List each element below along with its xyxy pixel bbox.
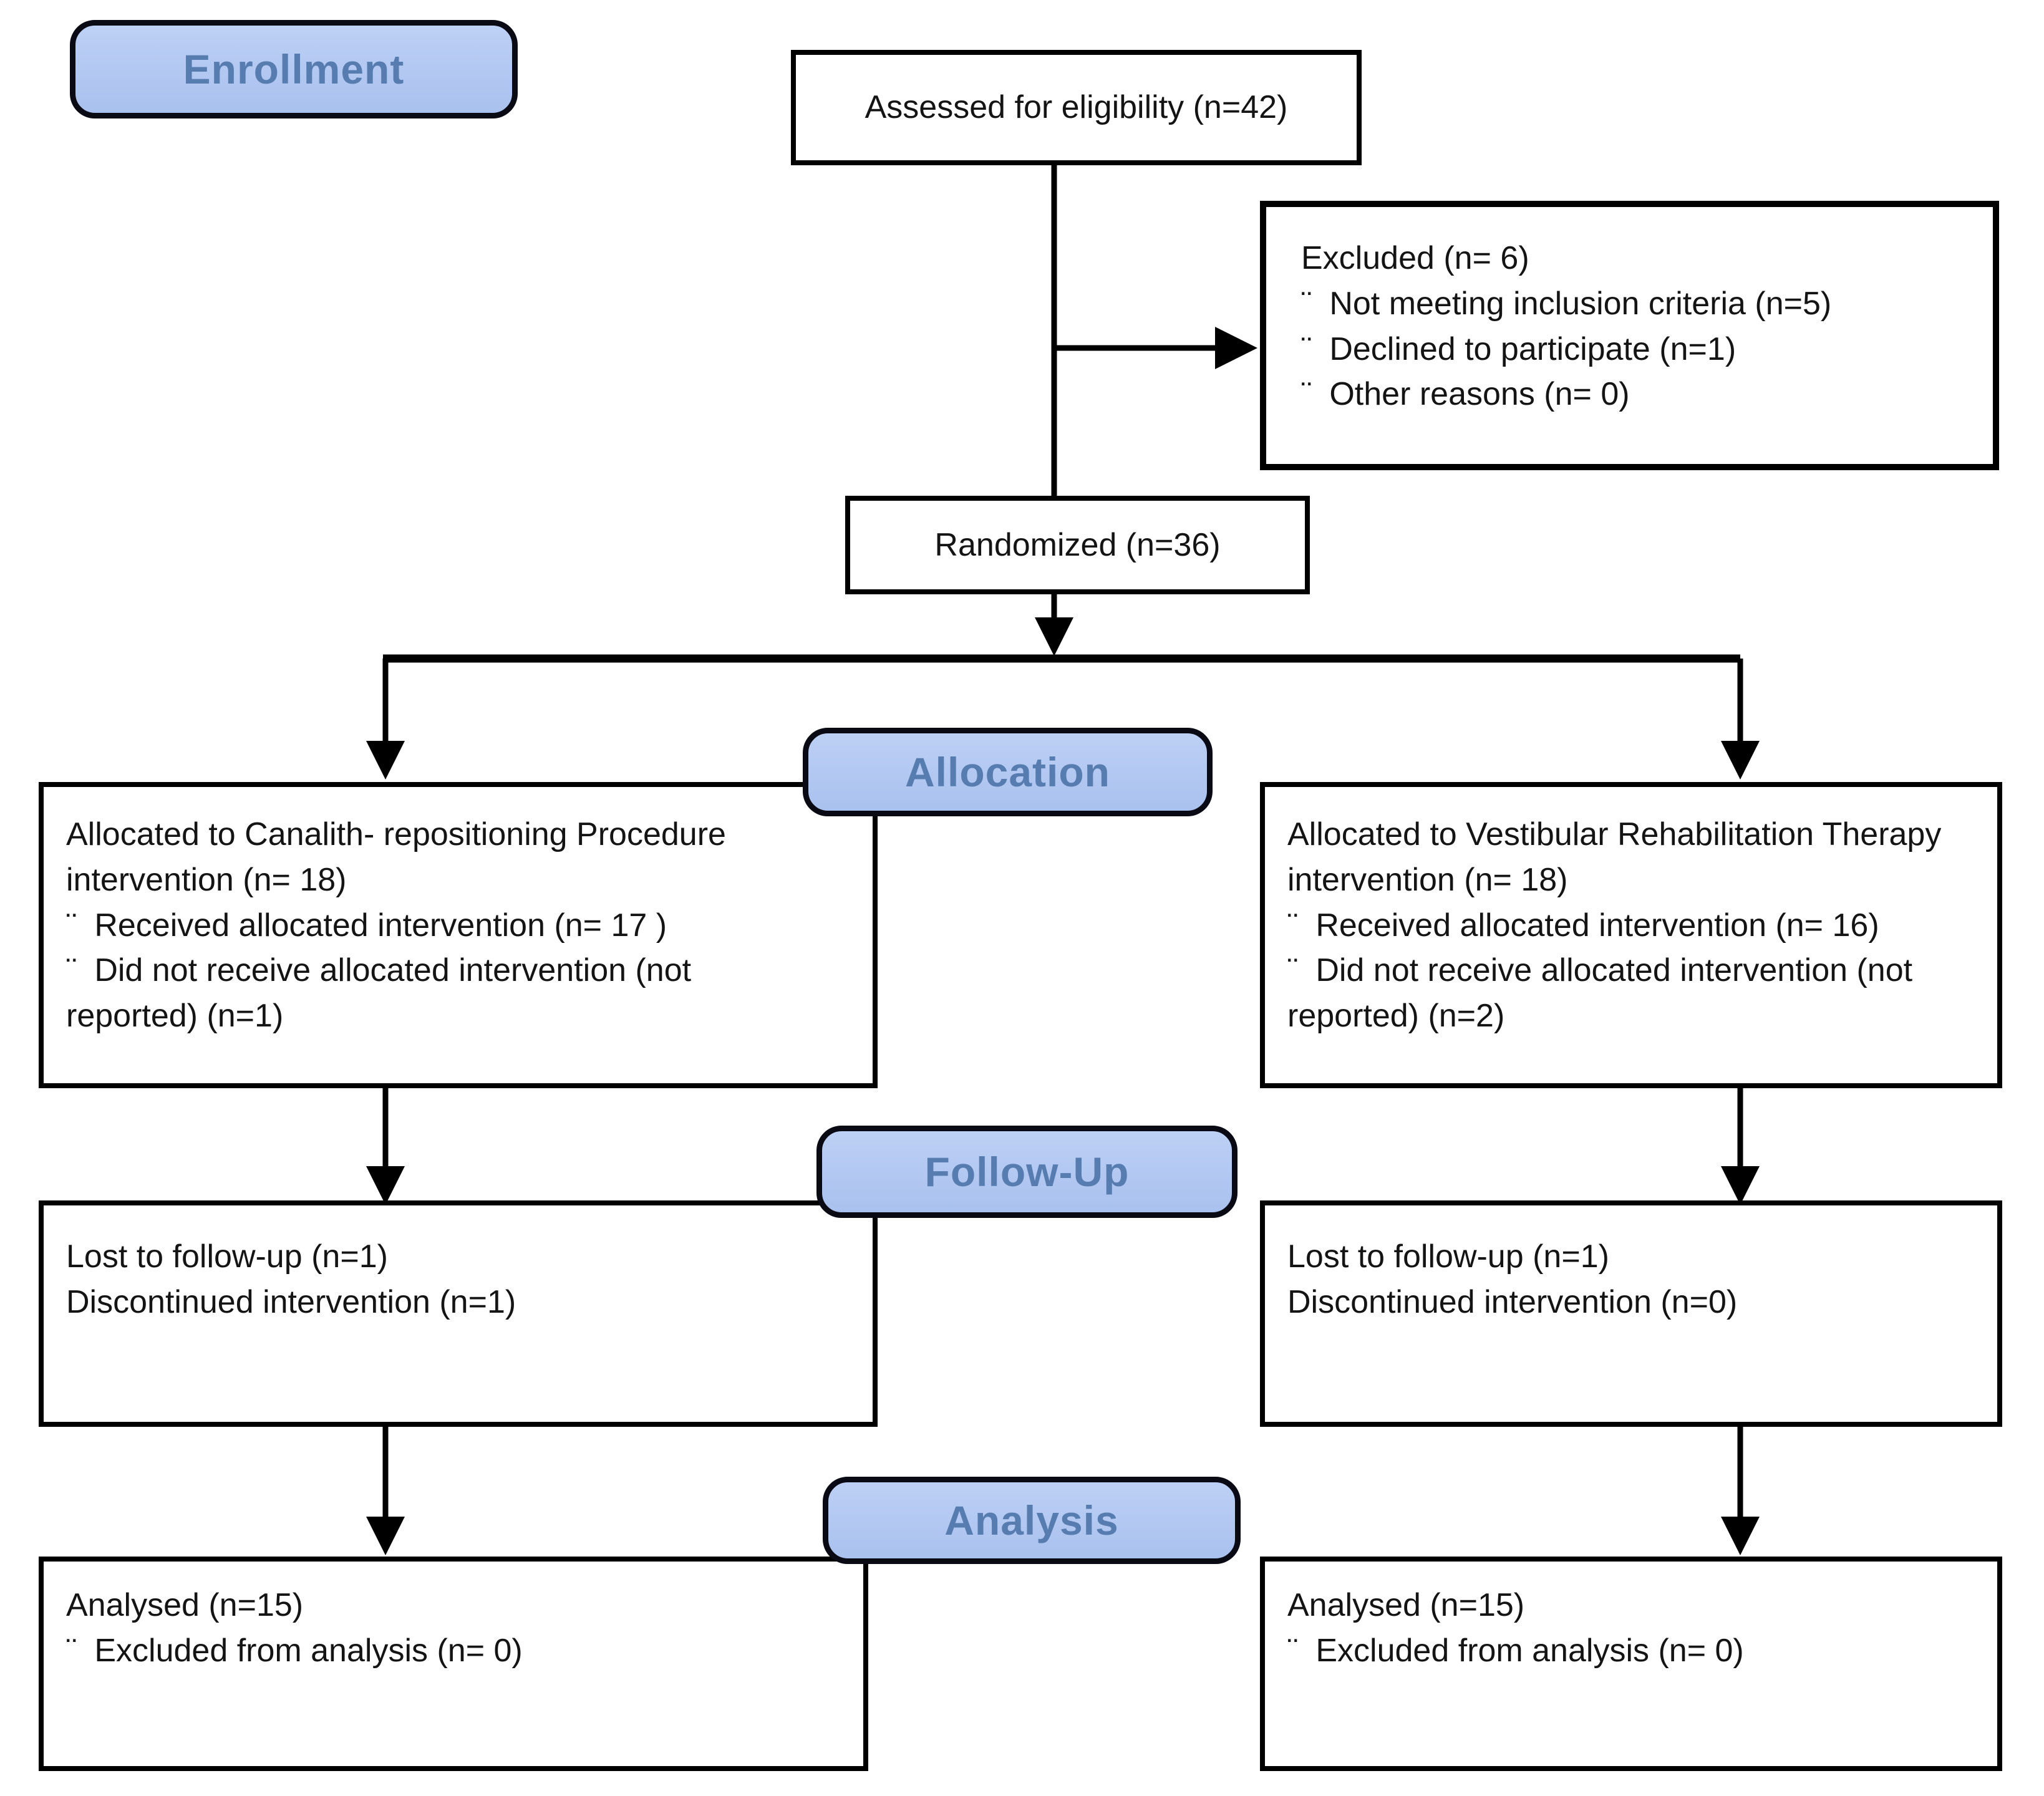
box-text: reported) (n=2) (1287, 998, 1505, 1035)
box-text: Did not receive allocated intervention (… (94, 952, 692, 989)
phase-label-analysis: Analysis (823, 1477, 1241, 1564)
arrowhead-allocation-right (1721, 741, 1760, 780)
arrowhead-excluded (1215, 327, 1257, 369)
phase-label-text: Enrollment (183, 46, 405, 92)
box-text: Received allocated intervention (n= 17 ) (94, 907, 667, 944)
box-text: Allocated to Vestibular Rehabilitation T… (1287, 816, 1942, 852)
box-text-line: ¨ Excluded from analysis (n= 0) (1287, 1628, 1981, 1674)
box-text: Discontinued intervention (n=0) (1287, 1283, 1738, 1320)
box-text-line: intervention (n= 18) (66, 857, 856, 903)
box-text: intervention (n= 18) (66, 861, 347, 898)
box-text-line: Discontinued intervention (n=1) (66, 1280, 856, 1325)
box-text-line: ¨ Excluded from analysis (n= 0) (66, 1628, 847, 1674)
phase-label-text: Allocation (904, 749, 1110, 795)
box-text-line: Allocated to Canalith- repositioning Pro… (66, 812, 856, 857)
box-text: Allocated to Canalith- repositioning Pro… (66, 816, 726, 852)
phase-label-text: Follow-Up (924, 1149, 1130, 1195)
bullet-mark: ¨ (66, 952, 77, 989)
box-text: Excluded from analysis (n= 0) (94, 1632, 523, 1669)
box-text: Excluded (n= 6) (1301, 240, 1529, 276)
box-text: Analysed (n=15) (1287, 1587, 1525, 1623)
box-text-line: Allocated to Vestibular Rehabilitation T… (1287, 812, 1981, 857)
bullet-mark: ¨ (1287, 952, 1299, 989)
box-text: reported) (n=1) (66, 998, 284, 1035)
box-text: Not meeting inclusion criteria (n=5) (1329, 285, 1832, 322)
bullet-mark: ¨ (66, 907, 77, 944)
box-text: Lost to follow-up (n=1) (66, 1238, 388, 1275)
box-text-line: Excluded (n= 6) (1301, 236, 1975, 281)
box-text-line: intervention (n= 18) (1287, 857, 1981, 903)
box-text-line: Lost to follow-up (n=1) (1287, 1234, 1981, 1280)
bullet-mark: ¨ (66, 1632, 77, 1669)
bullet-mark: ¨ (1301, 331, 1312, 367)
box-text: Excluded from analysis (n= 0) (1315, 1632, 1744, 1669)
box-allocation-right: Allocated to Vestibular Rehabilitation T… (1260, 782, 2002, 1088)
phase-label-enrollment: Enrollment (70, 20, 518, 118)
box-text-line: ¨ Not meeting inclusion criteria (n=5) (1301, 281, 1975, 327)
box-text-line: ¨ Declined to participate (n=1) (1301, 327, 1975, 372)
box-randomized: Randomized (n=36) (845, 496, 1310, 594)
box-text: Did not receive allocated intervention (… (1315, 952, 1913, 989)
box-text-line: ¨ Did not receive allocated intervention … (1287, 948, 1981, 993)
box-text-line: reported) (n=2) (1287, 993, 1981, 1039)
box-text-line: reported) (n=1) (66, 993, 856, 1039)
box-analysis-left: Analysed (n=15) ¨ Excluded from analysis (… (39, 1557, 868, 1771)
box-text: intervention (n= 18) (1287, 861, 1568, 898)
arrowhead-analysis-left (366, 1517, 405, 1555)
box-text: Analysed (n=15) (66, 1587, 304, 1623)
box-text-line: ¨ Other reasons (n= 0) (1301, 372, 1975, 417)
arrowhead-analysis-right (1721, 1517, 1760, 1555)
box-followup-left: Lost to follow-up (n=1) Discontinued inte… (39, 1200, 878, 1427)
bullet-mark: ¨ (1301, 376, 1312, 413)
phase-label-allocation: Allocation (803, 728, 1213, 816)
bullet-mark: ¨ (1301, 285, 1312, 322)
box-text: Lost to follow-up (n=1) (1287, 1238, 1609, 1275)
box-text-line: Discontinued intervention (n=0) (1287, 1280, 1981, 1325)
box-text: Assessed for eligibility (n=42) (865, 89, 1288, 126)
box-allocation-left: Allocated to Canalith- repositioning Pro… (39, 782, 878, 1088)
phase-label-followup: Follow-Up (816, 1126, 1238, 1218)
box-text: Declined to participate (n=1) (1329, 331, 1736, 367)
bullet-mark: ¨ (1287, 907, 1299, 944)
box-text-line: Analysed (n=15) (1287, 1583, 1981, 1628)
box-text-line: ¨ Received allocated intervention (n= 17 … (66, 903, 856, 949)
arrowhead-followup-left (366, 1166, 405, 1205)
box-analysis-right: Analysed (n=15) ¨ Excluded from analysis (… (1260, 1557, 2002, 1771)
box-followup-right: Lost to follow-up (n=1) Discontinued inte… (1260, 1200, 2002, 1427)
phase-label-text: Analysis (944, 1497, 1119, 1543)
box-text-line: ¨ Received allocated intervention (n= 16) (1287, 903, 1981, 949)
box-text-line: Lost to follow-up (n=1) (66, 1234, 856, 1280)
box-text-line: Analysed (n=15) (66, 1583, 847, 1628)
arrowhead-branch (1035, 617, 1073, 656)
box-assessed-for-eligibility: Assessed for eligibility (n=42) (791, 50, 1362, 165)
bullet-mark: ¨ (1287, 1632, 1299, 1669)
box-excluded: Excluded (n= 6) ¨ Not meeting inclusion cr… (1260, 201, 1999, 470)
box-text: Other reasons (n= 0) (1329, 376, 1630, 413)
box-text: Received allocated intervention (n= 16) (1315, 907, 1879, 944)
arrowhead-allocation-left (366, 741, 405, 780)
box-text: Discontinued intervention (n=1) (66, 1283, 516, 1320)
box-text-line: ¨ Did not receive allocated intervention … (66, 948, 856, 993)
arrowhead-followup-right (1721, 1166, 1760, 1205)
box-text: Randomized (n=36) (934, 526, 1221, 563)
